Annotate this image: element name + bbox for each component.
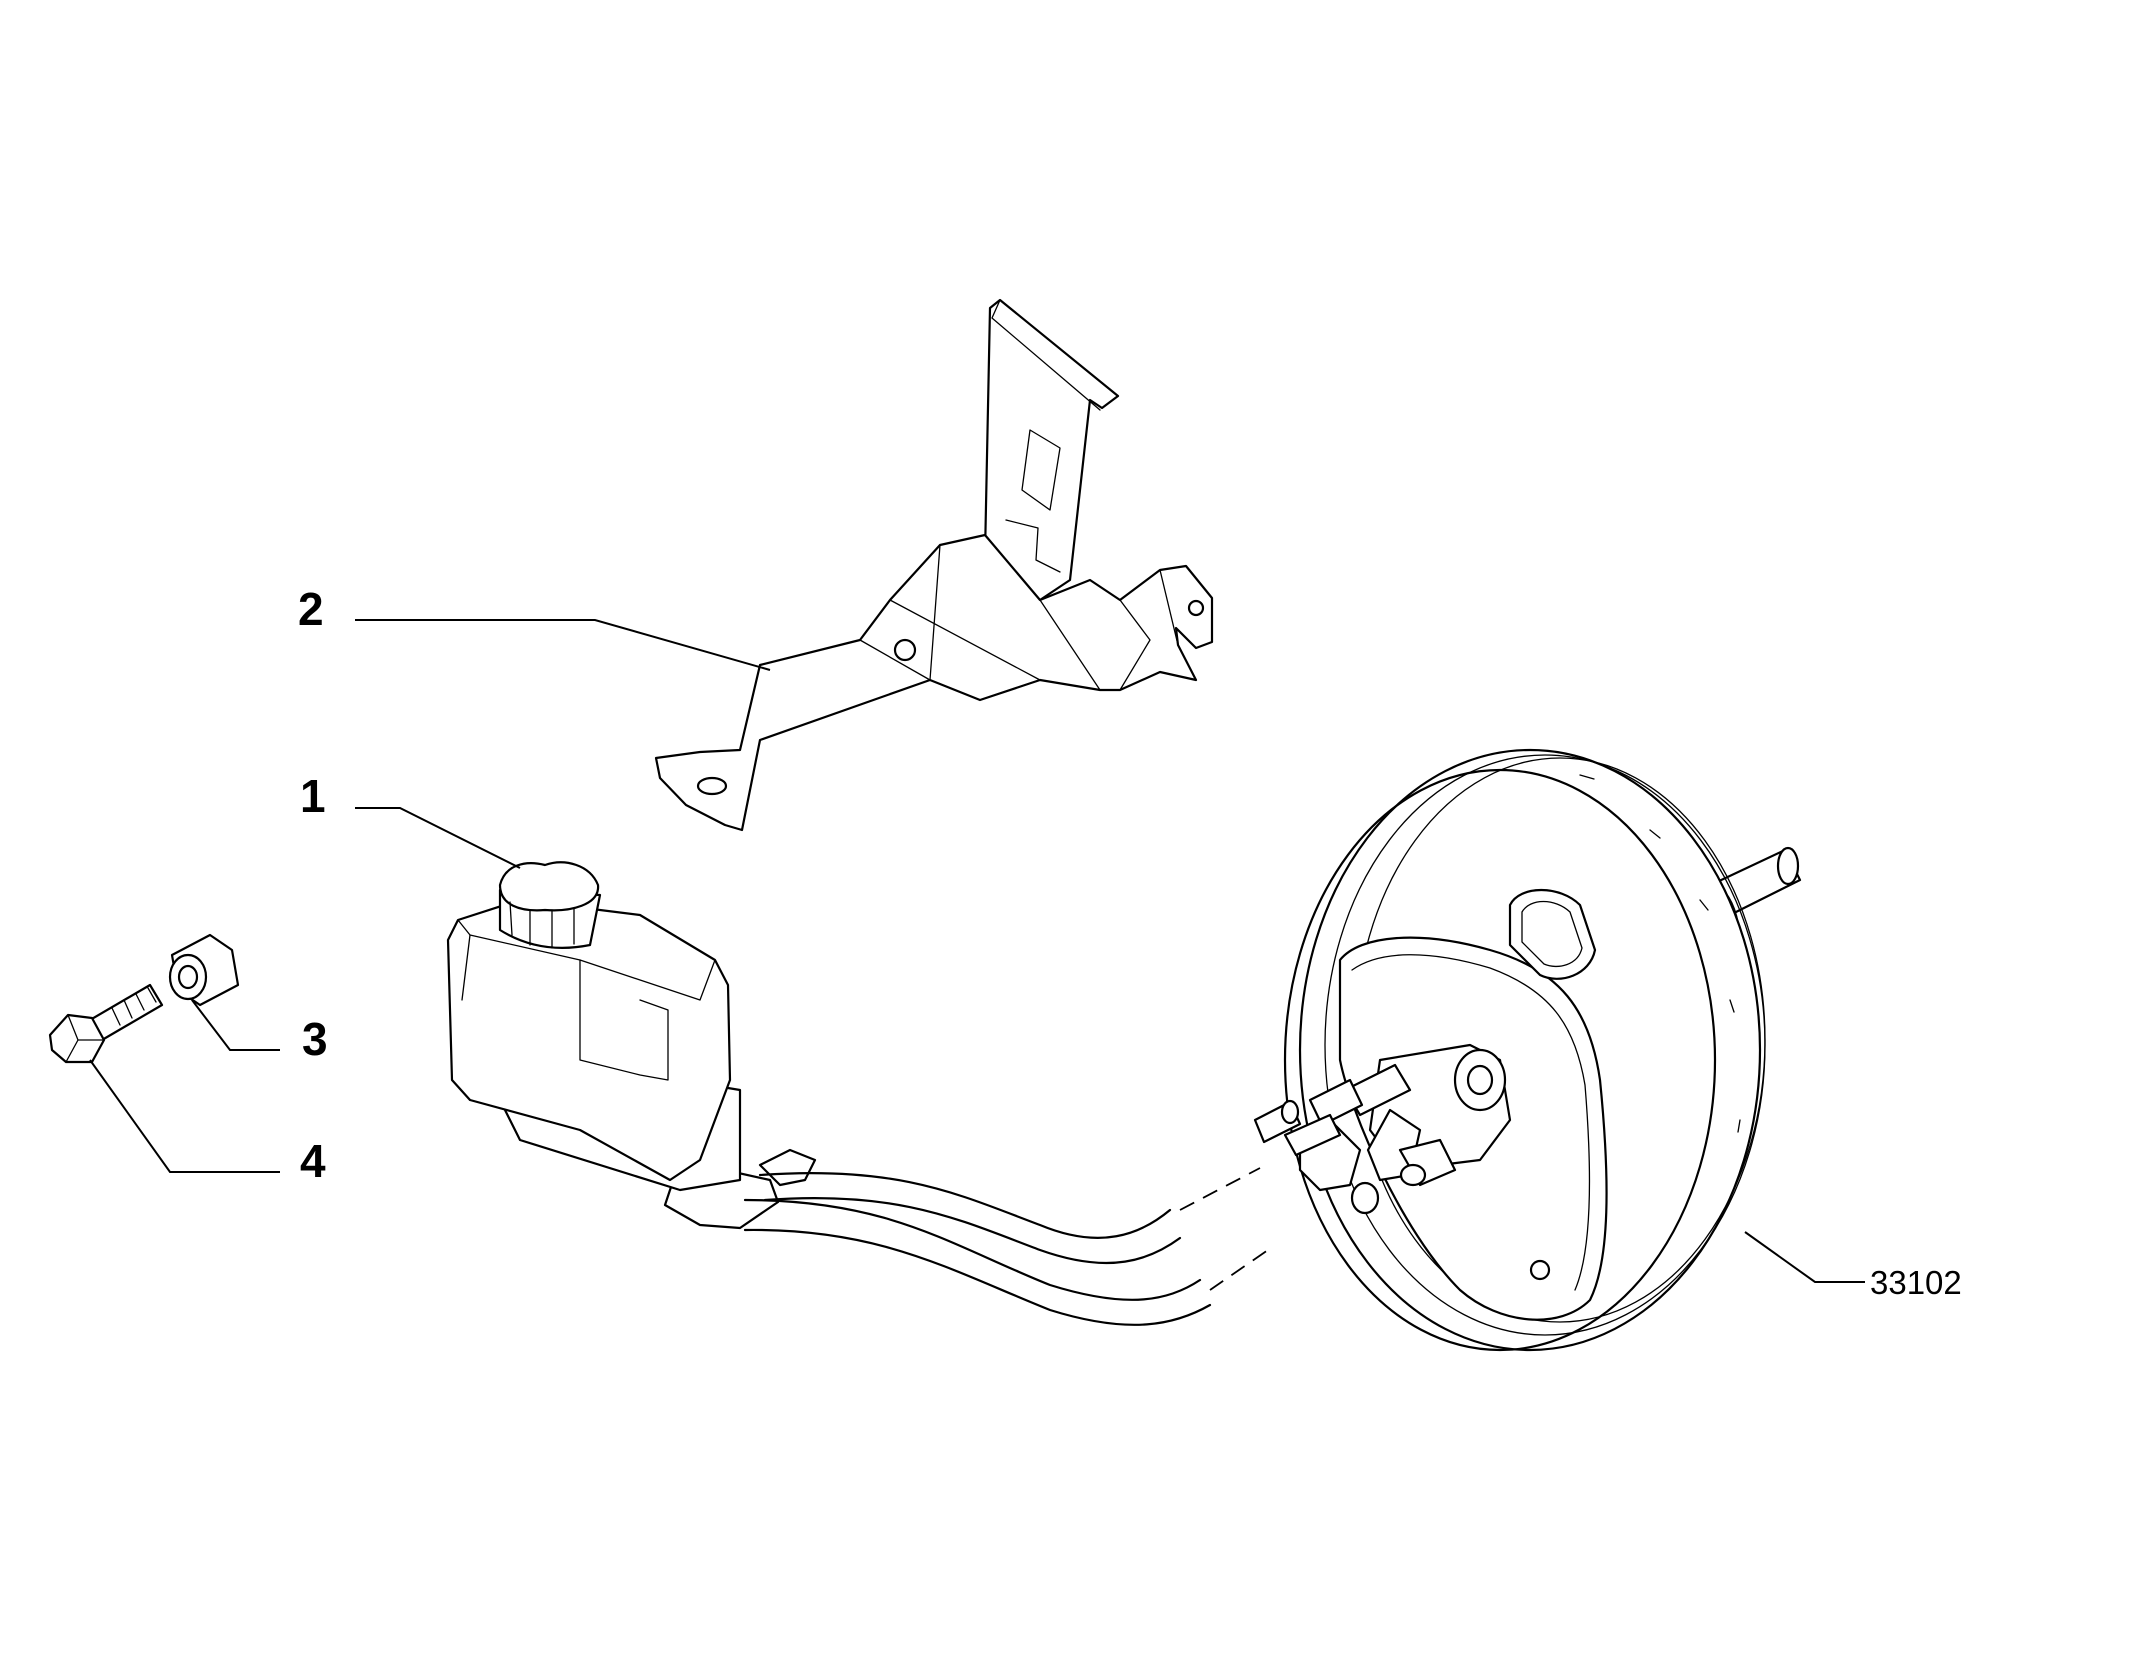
- part-3-bushing[interactable]: [168, 933, 240, 1007]
- brake-booster-assembly[interactable]: [1253, 748, 1802, 1352]
- part-1-reservoir[interactable]: [446, 861, 817, 1230]
- callout-2: 2: [298, 583, 324, 635]
- callout-3: 3: [302, 1013, 328, 1065]
- part-2-bracket[interactable]: [654, 298, 1214, 832]
- callout-33102: 33102: [1870, 1264, 1962, 1301]
- part-4-bolt[interactable]: [48, 983, 164, 1064]
- callout-4: 4: [300, 1135, 326, 1187]
- callout-1: 1: [300, 770, 326, 822]
- hoses[interactable]: [743, 1167, 1269, 1326]
- leader-lines: [89, 619, 1865, 1283]
